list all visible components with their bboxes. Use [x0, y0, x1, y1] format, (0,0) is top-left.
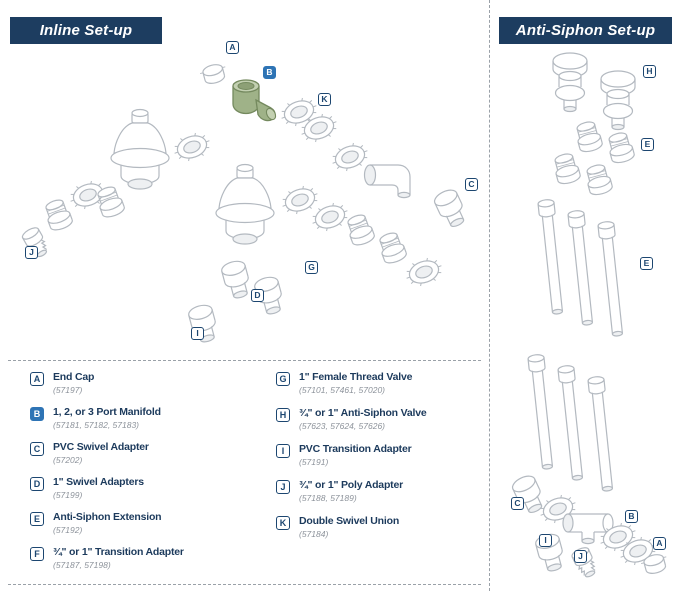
- legend-badge-e: E: [30, 512, 44, 526]
- legend-item-transition-adapter: F ¾" or 1" Transition Adapter (57187, 57…: [30, 546, 268, 570]
- union-nut-part: [169, 128, 215, 166]
- legend-column-1: A End Cap (57197) B 1, 2, or 3 Port Mani…: [30, 371, 268, 570]
- diagram-label-anti-e2: E: [640, 257, 653, 270]
- diagram-label-inline-d: D: [251, 289, 264, 302]
- legend-badge-h: H: [276, 408, 290, 422]
- diagram-label-inline-g: G: [305, 261, 318, 274]
- legend-item-poly-adapter: J ¾" or 1" Poly Adapter (57188, 57189): [276, 479, 481, 503]
- diagram-label-inline-k: K: [318, 93, 331, 106]
- legend-part-numbers: (57184): [299, 529, 329, 539]
- diagram-label-anti-i: I: [539, 534, 552, 547]
- legend-part-name: Anti-Siphon Extension: [53, 511, 162, 523]
- inline-setup-banner: Inline Set-up: [10, 17, 162, 44]
- diagram-label-inline-j: J: [25, 246, 38, 259]
- legend-part-numbers: (57202): [53, 455, 83, 465]
- legend-item-swivel-adapters: D 1" Swivel Adapters (57199): [30, 476, 268, 500]
- adapter-part: [573, 119, 605, 155]
- legend-badge-j: J: [276, 480, 290, 494]
- legend-part-numbers: (57199): [53, 490, 83, 500]
- thread-valve-part: [215, 163, 275, 245]
- elbow-part: [363, 164, 411, 199]
- legend-badge-b: B: [30, 407, 44, 421]
- diagram-label-anti-a: A: [653, 537, 666, 550]
- union-nut-part: [401, 253, 447, 291]
- union-nut-part: [277, 181, 323, 219]
- anti-siphon-setup-banner: Anti-Siphon Set-up: [499, 17, 672, 44]
- legend-item-pvc-transition-adapter: I PVC Transition Adapter (57191): [276, 443, 481, 467]
- diagram-label-inline-a: A: [226, 41, 239, 54]
- anti-siphon-extension-part: [587, 375, 617, 493]
- diagram-label-anti-h: H: [643, 65, 656, 78]
- thread-valve-part: [110, 108, 170, 190]
- pvc-swivel-adapter-part: [431, 186, 470, 231]
- legend-item-female-thread-valve: G 1" Female Thread Valve (57101, 57461, …: [276, 371, 481, 395]
- legend-part-name: End Cap: [53, 371, 95, 383]
- anti-siphon-extension-part: [537, 198, 567, 316]
- legend-part-numbers: (57191): [299, 457, 329, 467]
- legend-item-end-cap: A End Cap (57197): [30, 371, 268, 395]
- legend-item-port-manifold: B 1, 2, or 3 Port Manifold (57181, 57182…: [30, 406, 268, 430]
- legend-part-name: 1" Swivel Adapters: [53, 476, 144, 488]
- panel-divider: [489, 0, 490, 591]
- diagram-label-inline-c: C: [465, 178, 478, 191]
- legend-part-numbers: (57188, 57189): [299, 493, 357, 503]
- end-cap-part: [198, 61, 230, 87]
- legend-part-name: PVC Transition Adapter: [299, 443, 412, 455]
- diagram-label-anti-e1: E: [641, 138, 654, 151]
- adapter-part: [551, 151, 583, 187]
- legend-part-name: 1, 2, or 3 Port Manifold: [53, 406, 161, 418]
- legend-badge-g: G: [276, 372, 290, 386]
- inline-diagram-art: [20, 61, 470, 346]
- legend-part-name: ¾" or 1" Transition Adapter: [53, 546, 184, 558]
- port-manifold-part-highlighted: [232, 79, 279, 122]
- adapter-part: [375, 229, 409, 266]
- legend-part-numbers: (57197): [53, 385, 83, 395]
- anti-siphon-extension-part: [557, 364, 587, 482]
- diagram-label-inline-i: I: [191, 327, 204, 340]
- swivel-adapter-part: [219, 258, 254, 302]
- legend-badge-f: F: [30, 547, 44, 561]
- legend-column-2: G 1" Female Thread Valve (57101, 57461, …: [276, 371, 481, 539]
- legend-item-pvc-swivel-adapter: C PVC Swivel Adapter (57202): [30, 441, 268, 465]
- legend-part-numbers: (57187, 57198): [53, 560, 111, 570]
- legend-item-anti-siphon-extension: E Anti-Siphon Extension (57192): [30, 511, 268, 535]
- legend-top-divider: [8, 360, 481, 361]
- diagram-label-anti-j: J: [574, 550, 587, 563]
- legend-part-name: Double Swivel Union: [299, 515, 400, 527]
- legend-badge-a: A: [30, 372, 44, 386]
- anti-siphon-extension-part: [597, 220, 627, 338]
- anti-siphon-extension-part: [527, 353, 557, 471]
- diagram-label-anti-b: B: [625, 510, 638, 523]
- anti-siphon-extension-part: [567, 209, 597, 327]
- legend-item-double-swivel-union: K Double Swivel Union (57184): [276, 515, 481, 539]
- legend-item-anti-siphon-valve: H ¾" or 1" Anti-Siphon Valve (57623, 576…: [276, 407, 481, 431]
- legend-part-numbers: (57192): [53, 525, 83, 535]
- adapter-part: [605, 130, 637, 166]
- page-bottom-divider: [8, 584, 481, 585]
- legend-part-numbers: (57101, 57461, 57020): [299, 385, 386, 395]
- adapter-part: [343, 211, 377, 248]
- diagram-label-inline-b: B: [263, 66, 276, 79]
- anti-siphon-valve-part: [600, 70, 636, 131]
- legend-part-name: PVC Swivel Adapter: [53, 441, 149, 453]
- anti-siphon-valve-part: [552, 52, 588, 113]
- legend-part-numbers: (57623, 57624, 57626): [299, 421, 386, 431]
- legend-part-name: 1" Female Thread Valve: [299, 371, 413, 383]
- legend-part-name: ¾" or 1" Anti-Siphon Valve: [299, 407, 427, 419]
- diagram-label-anti-c: C: [511, 497, 524, 510]
- union-nut-part: [307, 198, 353, 236]
- legend-badge-k: K: [276, 516, 290, 530]
- legend-part-name: ¾" or 1" Poly Adapter: [299, 479, 403, 491]
- legend-badge-i: I: [276, 444, 290, 458]
- legend-part-numbers: (57181, 57182, 57183): [53, 420, 140, 430]
- legend-badge-d: D: [30, 477, 44, 491]
- legend-badge-c: C: [30, 442, 44, 456]
- adapter-part: [583, 162, 615, 198]
- adapter-part: [41, 196, 75, 233]
